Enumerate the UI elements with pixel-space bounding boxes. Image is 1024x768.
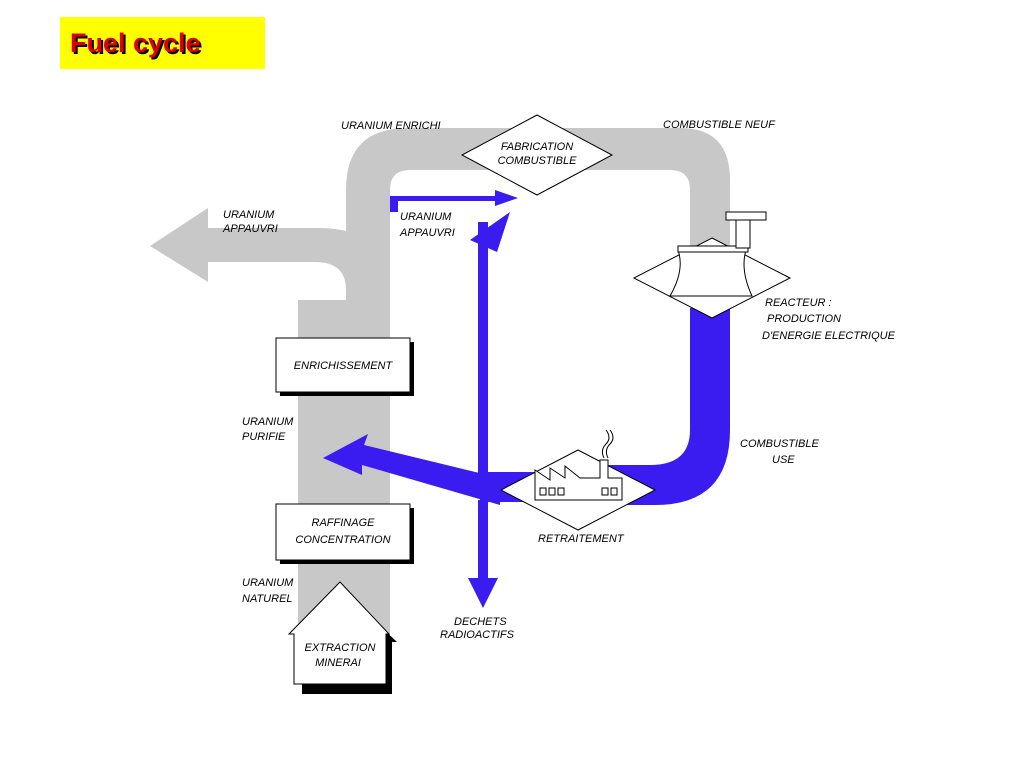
- uranium-purifie-label-1: URANIUM: [242, 416, 294, 428]
- uranium-naturel-label-1: URANIUM: [242, 577, 294, 589]
- combustible-use-label-1: COMBUSTIBLE: [740, 438, 820, 450]
- fabrication-label-2: COMBUSTIBLE: [498, 155, 578, 167]
- enrichissement-box: ENRICHISSEMENT: [275, 337, 414, 396]
- dechets-label-2: RADIOACTIFS: [440, 629, 515, 641]
- raffinage-box: RAFFINAGE CONCENTRATION: [275, 503, 414, 564]
- uranium-naturel-label-2: NATUREL: [242, 593, 293, 605]
- reacteur-label-1: REACTEUR :: [765, 297, 832, 309]
- combustible-neuf-label: COMBUSTIBLE NEUF: [663, 119, 776, 131]
- combustible-use-label-2: USE: [772, 454, 795, 466]
- retraitement-label: RETRAITEMENT: [538, 533, 625, 545]
- page-title: Fuel cycle: [70, 28, 201, 58]
- uranium-appauvri-mid-label-2: APPAUVRI: [399, 227, 455, 239]
- uranium-enrichi-label: URANIUM ENRICHI: [341, 120, 441, 132]
- extraction-label-2: MINERAI: [315, 657, 361, 669]
- reprocessing-plant-icon: [499, 429, 657, 531]
- uranium-appauvri-mid-label-1: URANIUM: [400, 211, 452, 223]
- extraction-label-1: EXTRACTION: [305, 642, 376, 654]
- uranium-appauvri-left-label-2: APPAUVRI: [222, 223, 278, 235]
- fabrication-label-1: FABRICATION: [501, 141, 573, 153]
- title-box: Fuel cycle: [60, 17, 265, 69]
- reacteur-label-3: D'ENERGIE ELECTRIQUE: [762, 330, 896, 342]
- reactor-icon: [632, 211, 792, 319]
- reacteur-label-2: PRODUCTION: [767, 313, 841, 325]
- grey-flow: [150, 128, 730, 638]
- enrichissement-label: ENRICHISSEMENT: [294, 360, 394, 372]
- uranium-purifie-label-2: PURIFIE: [242, 431, 286, 443]
- raffinage-label-1: RAFFINAGE: [312, 517, 376, 529]
- dechets-label-1: DECHETS: [454, 616, 507, 628]
- raffinage-label-2: CONCENTRATION: [295, 534, 390, 546]
- fabrication-diamond: FABRICATION COMBUSTIBLE: [460, 114, 614, 196]
- uranium-appauvri-left-label-1: URANIUM: [223, 209, 275, 221]
- extraction-house: EXTRACTION MINERAI: [287, 581, 397, 694]
